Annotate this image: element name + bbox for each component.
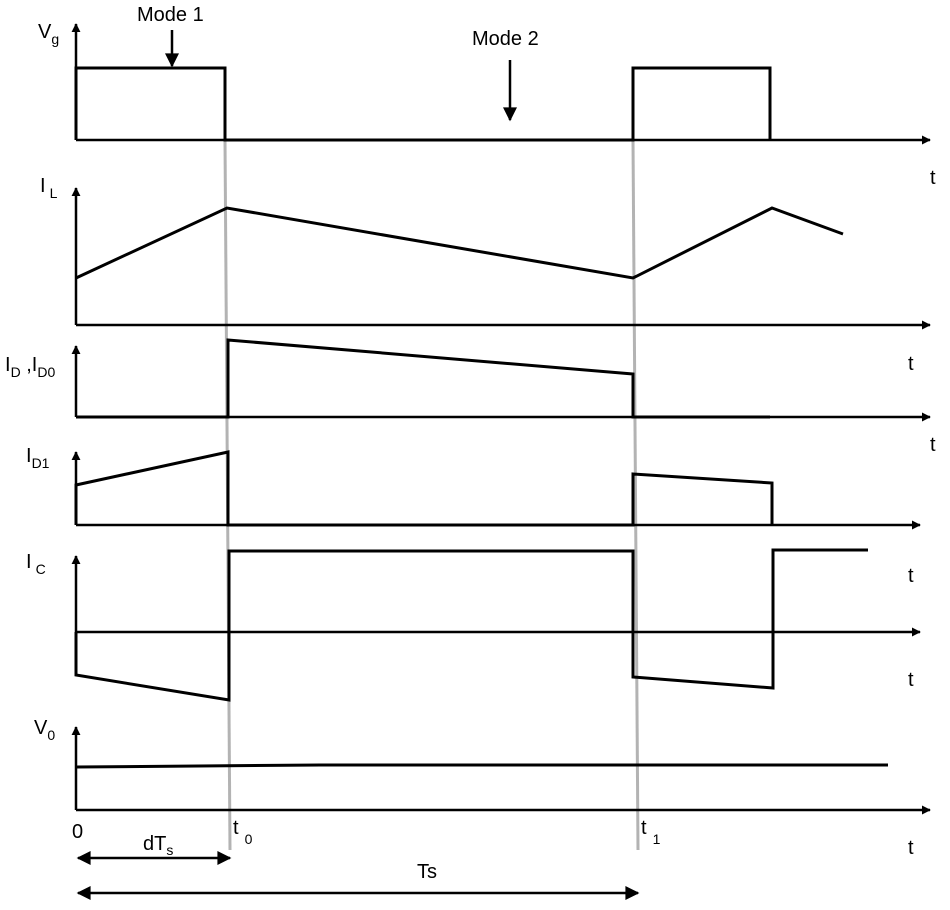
id-trace — [76, 338, 770, 419]
ic-trace — [74, 548, 868, 702]
v0-waveform-panel: V0 t — [34, 717, 931, 859]
ic-t-label-2: t — [908, 669, 914, 691]
mode1-label: Mode 1 — [137, 4, 204, 26]
ic-t-label: t — [908, 565, 914, 587]
id-t-label: t — [908, 353, 914, 375]
dts-label: dTs — [143, 833, 173, 858]
id1-label: ID1 — [26, 445, 50, 471]
v0-label: V0 — [34, 717, 55, 743]
id1-waveform-panel: ID1 — [26, 445, 921, 530]
v0-trace — [75, 763, 888, 769]
id1-trace — [74, 450, 774, 527]
vg-trace — [74, 66, 772, 142]
id-t-label-2: t — [930, 434, 936, 456]
v0-t-label: t — [908, 837, 914, 859]
mode2-label: Mode 2 — [472, 28, 539, 50]
vg-waveform-panel: Vg t — [38, 21, 936, 189]
ts-label: Ts — [417, 861, 437, 883]
vg-label: Vg — [38, 21, 59, 47]
il-trace — [75, 206, 844, 280]
id-label: ID ,ID0 — [5, 354, 55, 380]
t1-guide-line — [631, 139, 640, 851]
origin-label: 0 — [72, 821, 83, 843]
vg-t-label: t — [930, 167, 936, 189]
id-waveform-panel: ID ,ID0 t t — [5, 338, 936, 456]
